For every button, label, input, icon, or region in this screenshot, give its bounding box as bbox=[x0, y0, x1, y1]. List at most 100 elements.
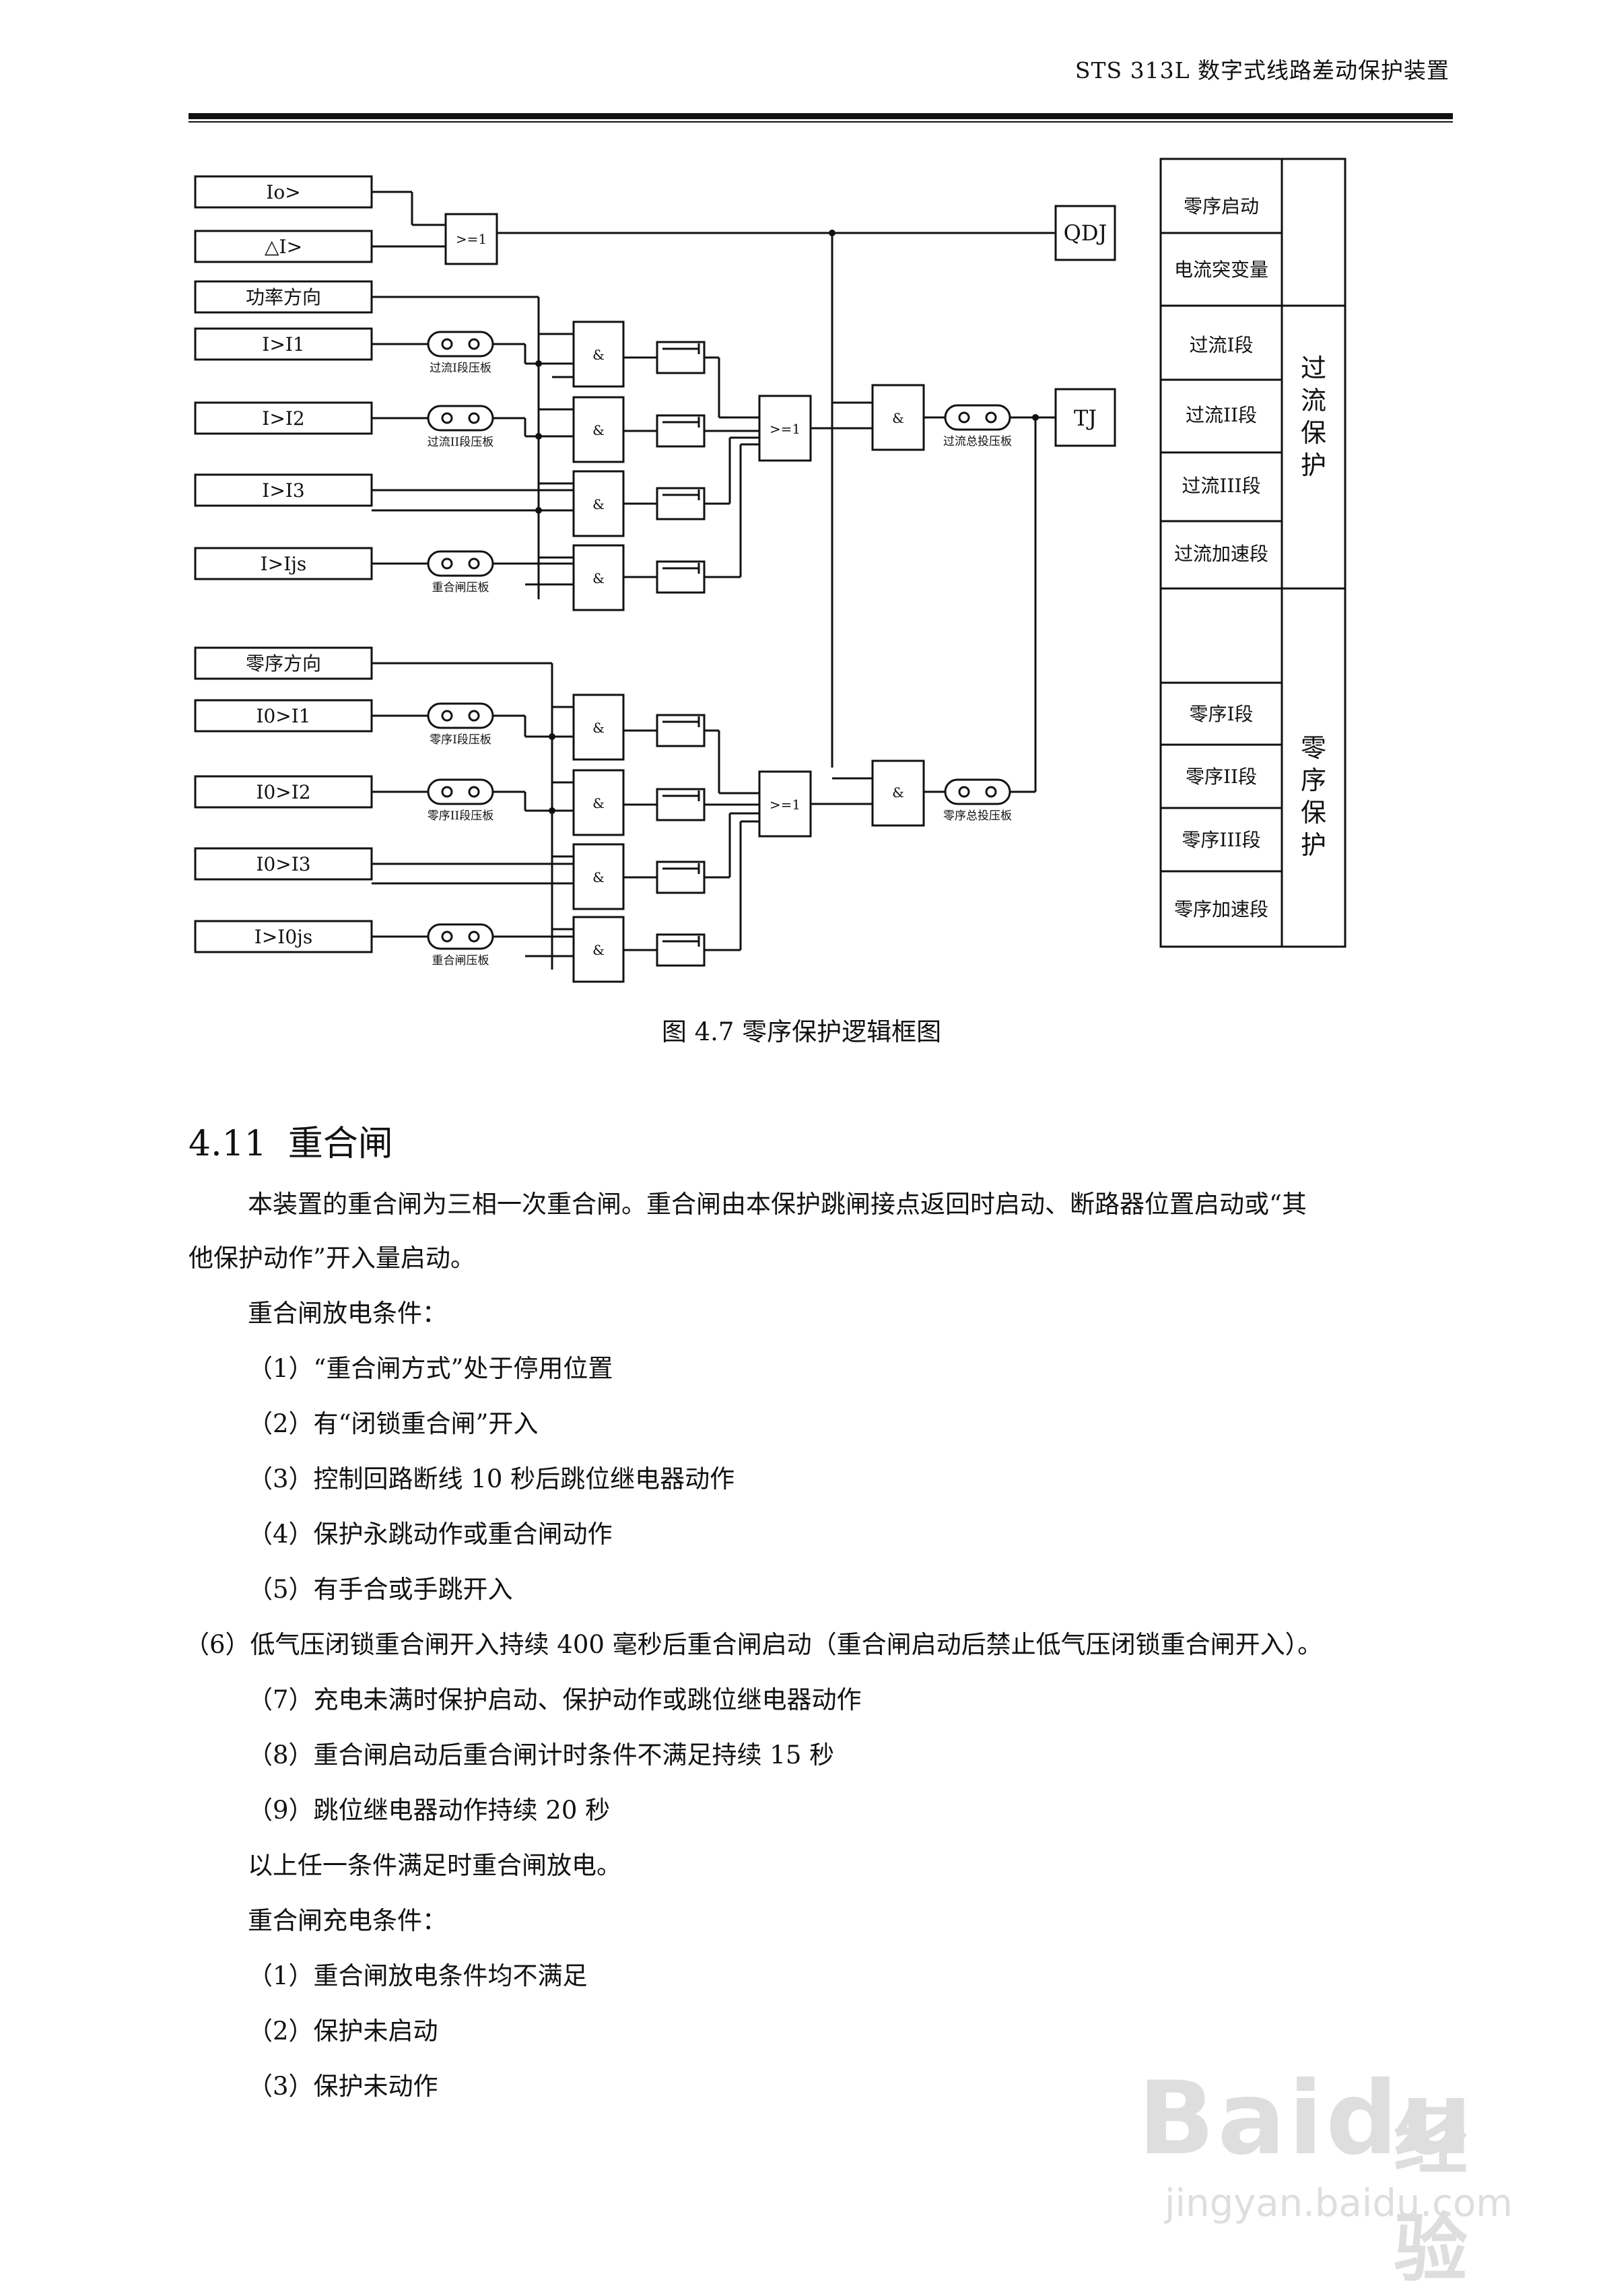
watermark-url: jingyan.baidu.com bbox=[1165, 2182, 1513, 2225]
table-oc2: 过流II段 bbox=[1186, 404, 1257, 426]
and-gate-z1-label: & bbox=[592, 720, 605, 736]
input-label-i0js: I>I0js bbox=[254, 926, 312, 948]
table-oc1: 过流I段 bbox=[1189, 334, 1253, 356]
timer-z1 bbox=[656, 714, 706, 747]
and-gate-zero-total-label: & bbox=[892, 784, 904, 801]
section-heading: 4.11 重合闸 bbox=[189, 1115, 393, 1166]
timer-z2 bbox=[656, 788, 706, 821]
timer-oc1 bbox=[656, 341, 706, 374]
and-gate-oc3-label: & bbox=[592, 496, 605, 512]
body-text: 本装置的重合闸为三相一次重合闸。重合闸由本保护跳闸接点返回时启动、断路器位置启动… bbox=[184, 1178, 1454, 2114]
plate-oc-total bbox=[944, 404, 1011, 431]
plate-zero-total bbox=[944, 778, 1011, 805]
and-gate-oc-total-label: & bbox=[892, 410, 904, 426]
plate-label-z1: 零序I段压板 bbox=[430, 733, 491, 747]
plate-reclose-2 bbox=[427, 923, 494, 950]
plate-label-z2: 零序II段压板 bbox=[428, 809, 493, 823]
and-gate-oc1-label: & bbox=[592, 347, 605, 363]
input-label-i02: I0>I2 bbox=[256, 781, 310, 803]
timer-ocjs bbox=[656, 560, 706, 594]
and-gate-z1 bbox=[572, 694, 625, 761]
and-gate-zero-total bbox=[871, 759, 925, 827]
plate-oc2 bbox=[427, 405, 494, 432]
discharge-item-2: （2）有“闭锁重合闸”开入 bbox=[248, 1409, 539, 1438]
table-current-sudden: 电流突变量 bbox=[1174, 259, 1268, 281]
logic-diagram: Io> △I> 功率方向 I>I1 I>I2 I>I3 I>Ijs 零序方向 I… bbox=[194, 158, 1346, 983]
input-label-power-dir: 功率方向 bbox=[246, 286, 321, 308]
intro-line-2: 他保护动作”开入量启动。 bbox=[189, 1244, 475, 1273]
table-oc3: 过流III段 bbox=[1182, 475, 1260, 497]
timer-oc2 bbox=[656, 414, 706, 448]
input-label-i2: I>I2 bbox=[262, 407, 304, 430]
plate-reclose bbox=[427, 550, 494, 577]
section-title: 重合闸 bbox=[287, 1124, 393, 1164]
input-label-i01: I0>I1 bbox=[256, 705, 310, 727]
timer-zjs bbox=[656, 933, 706, 967]
discharge-item-8: （8）重合闸启动后重合闸计时条件不满足持续 15 秒 bbox=[248, 1741, 835, 1769]
or-gate-start bbox=[444, 213, 498, 265]
input-label-ijs: I>Ijs bbox=[261, 553, 307, 575]
plate-label-oc-total: 过流总投压板 bbox=[943, 435, 1012, 448]
tj-box bbox=[1054, 388, 1116, 447]
watermark-logo: Baidu bbox=[1138, 2060, 1476, 2177]
plate-label-reclose-2: 重合闸压板 bbox=[432, 954, 489, 968]
baidu-watermark: Baidu 经验 jingyan.baidu.com bbox=[1138, 2033, 1515, 2292]
charge-item-3: （3）保护未动作 bbox=[248, 2072, 438, 2101]
qdj-label: QDJ bbox=[1064, 220, 1107, 246]
and-gate-z2 bbox=[572, 769, 625, 836]
table-zero-start: 零序启动 bbox=[1184, 195, 1259, 217]
and-gate-oc1 bbox=[572, 320, 625, 388]
and-gate-zjs-label: & bbox=[592, 942, 605, 958]
discharge-item-5: （5）有手合或手跳开入 bbox=[248, 1575, 513, 1604]
table-z-group: 零序保护 bbox=[1301, 733, 1326, 860]
plate-label-reclose: 重合闸压板 bbox=[432, 581, 489, 595]
and-gate-ocjs-label: & bbox=[592, 570, 605, 586]
header-rule-thin bbox=[189, 121, 1453, 123]
charge-item-2: （2）保护未启动 bbox=[248, 2017, 438, 2046]
discharge-note: 以上任一条件满足时重合闸放电。 bbox=[248, 1851, 621, 1880]
table-z3: 零序III段 bbox=[1182, 829, 1260, 851]
or-gate-start-label: >=1 bbox=[456, 231, 487, 247]
discharge-title: 重合闸放电条件： bbox=[248, 1299, 447, 1328]
or-gate-zero-label: >=1 bbox=[770, 797, 800, 813]
plate-z2 bbox=[427, 778, 494, 805]
section-number: 4.11 bbox=[189, 1124, 267, 1164]
and-gate-z2-label: & bbox=[592, 795, 605, 811]
charge-title: 重合闸充电条件： bbox=[248, 1906, 447, 1935]
input-label-i3: I>I3 bbox=[262, 479, 304, 502]
figure-caption: 图 4.7 零序保护逻辑框图 bbox=[661, 1017, 942, 1046]
discharge-item-1: （1）“重合闸方式”处于停用位置 bbox=[248, 1354, 613, 1383]
page-header-title: STS 313L 数字式线路差动保护装置 bbox=[1075, 57, 1449, 83]
or-gate-oc-label: >=1 bbox=[770, 421, 800, 437]
plate-label-oc2: 过流II段压板 bbox=[428, 436, 493, 449]
discharge-item-7: （7）充电未满时保护启动、保护动作或跳位继电器动作 bbox=[248, 1685, 862, 1714]
intro-line-1: 本装置的重合闸为三相一次重合闸。重合闸由本保护跳闸接点返回时启动、断路器位置启动… bbox=[248, 1190, 1307, 1219]
table-z2: 零序II段 bbox=[1186, 766, 1257, 788]
and-gate-oc2 bbox=[572, 396, 625, 463]
input-label-di: △I> bbox=[265, 236, 302, 258]
discharge-item-6: （6）低气压闭锁重合闸开入持续 400 毫秒后重合闸启动（重合闸启动后禁止低气压… bbox=[184, 1630, 1323, 1659]
input-label-i03: I0>I3 bbox=[256, 853, 310, 875]
and-gate-z3-label: & bbox=[592, 869, 605, 885]
plate-label-oc1: 过流I段压板 bbox=[430, 362, 491, 375]
header-rule bbox=[189, 113, 1453, 119]
table-oc-group: 过流保护 bbox=[1301, 353, 1326, 480]
discharge-item-9: （9）跳位继电器动作持续 20 秒 bbox=[248, 1796, 611, 1825]
discharge-item-3: （3）控制回路断线 10 秒后跳位继电器动作 bbox=[248, 1464, 735, 1493]
charge-item-1: （1）重合闸放电条件均不满足 bbox=[248, 1961, 588, 1990]
input-label-i1: I>I1 bbox=[262, 333, 304, 356]
table-z1: 零序I段 bbox=[1189, 703, 1253, 725]
and-gate-oc2-label: & bbox=[592, 422, 605, 438]
table-oc-acc: 过流加速段 bbox=[1174, 543, 1268, 565]
qdj-box bbox=[1054, 205, 1116, 261]
table-z-acc: 零序加速段 bbox=[1174, 898, 1268, 920]
tj-label: TJ bbox=[1074, 405, 1097, 431]
discharge-item-4: （4）保护永跳动作或重合闸动作 bbox=[248, 1520, 613, 1549]
input-label-zero-dir: 零序方向 bbox=[246, 652, 321, 675]
input-label-io: Io> bbox=[266, 181, 300, 203]
timer-oc3 bbox=[656, 487, 706, 520]
plate-oc1 bbox=[427, 331, 494, 358]
timer-z3 bbox=[656, 860, 706, 894]
function-table bbox=[1159, 158, 1346, 948]
plate-label-zero-total: 零序总投压板 bbox=[943, 809, 1012, 823]
